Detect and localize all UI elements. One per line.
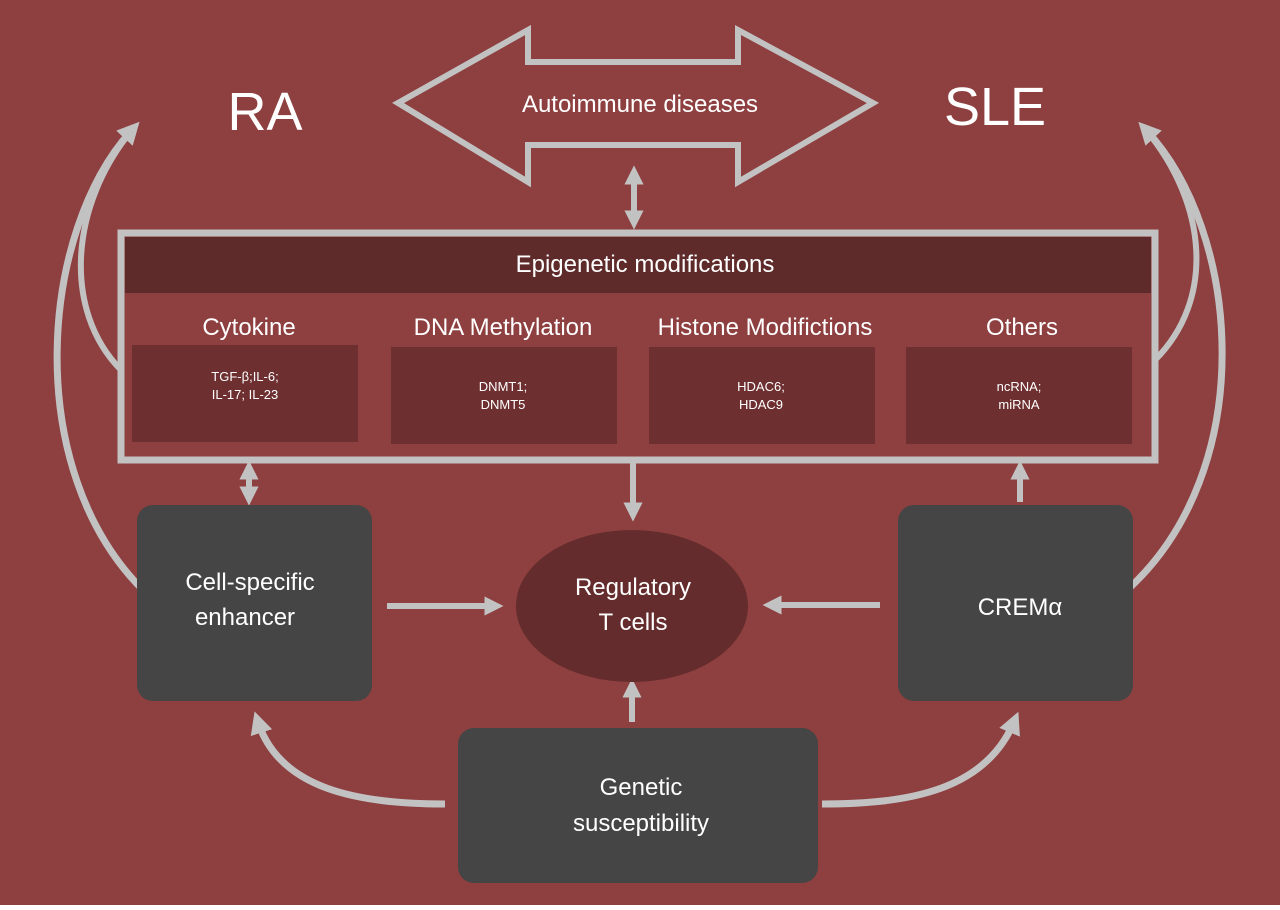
category-title-others: Others <box>986 314 1058 341</box>
category-item: ncRNA; <box>997 379 1042 394</box>
genetic-susceptibility-label: Genetic <box>600 774 683 801</box>
sle-label: SLE <box>944 77 1046 137</box>
category-box-dna-methylation <box>391 347 617 444</box>
category-box-histone-modifications <box>649 347 875 444</box>
enhancer-label: enhancer <box>195 604 295 631</box>
category-box-cytokine <box>132 345 358 442</box>
epigenetic-to-ra-arrow <box>77 128 135 373</box>
crem-label: CREMα <box>978 594 1063 621</box>
genetic-susceptibility-box <box>458 728 818 883</box>
category-item: DNMT5 <box>481 397 526 412</box>
ra-label: RA <box>227 82 302 142</box>
category-item: HDAC6; <box>737 379 785 394</box>
category-box-others <box>906 347 1132 444</box>
enhancer-label: Cell-specific <box>185 569 314 596</box>
genetic-to-enhancer-arrow <box>250 711 446 808</box>
category-item: HDAC9 <box>739 397 783 412</box>
category-title-dna-methylation: DNA Methylation <box>414 314 593 341</box>
regulatory-t-cells-label: Regulatory <box>575 574 691 601</box>
epigenetic-frame <box>117 229 1159 464</box>
regulatory-t-cells-label: T cells <box>599 609 668 636</box>
category-item: IL-17; IL-23 <box>212 387 279 402</box>
category-item: miRNA <box>998 397 1039 412</box>
regulatory-t-cells-ellipse <box>516 530 748 682</box>
genetic-to-crem-arrow <box>821 711 1020 808</box>
crem-box <box>898 505 1133 701</box>
category-title-histone-modifications: Histone Modifictions <box>658 314 873 341</box>
autoimmune-diseases-label: Autoimmune diseases <box>522 91 758 118</box>
enhancer-box <box>137 505 372 701</box>
category-item: DNMT1; <box>479 379 527 394</box>
epigenetic-title: Epigenetic modifications <box>516 251 775 278</box>
category-title-cytokine: Cytokine <box>202 314 295 341</box>
autoimmune-diseases-arrow <box>392 24 880 188</box>
genetic-susceptibility-label: susceptibility <box>573 810 709 837</box>
epigenetic-header-band <box>125 237 1151 293</box>
category-item: TGF-β;IL-6; <box>211 369 278 384</box>
epigenetic-to-sle-arrow <box>1143 128 1200 363</box>
